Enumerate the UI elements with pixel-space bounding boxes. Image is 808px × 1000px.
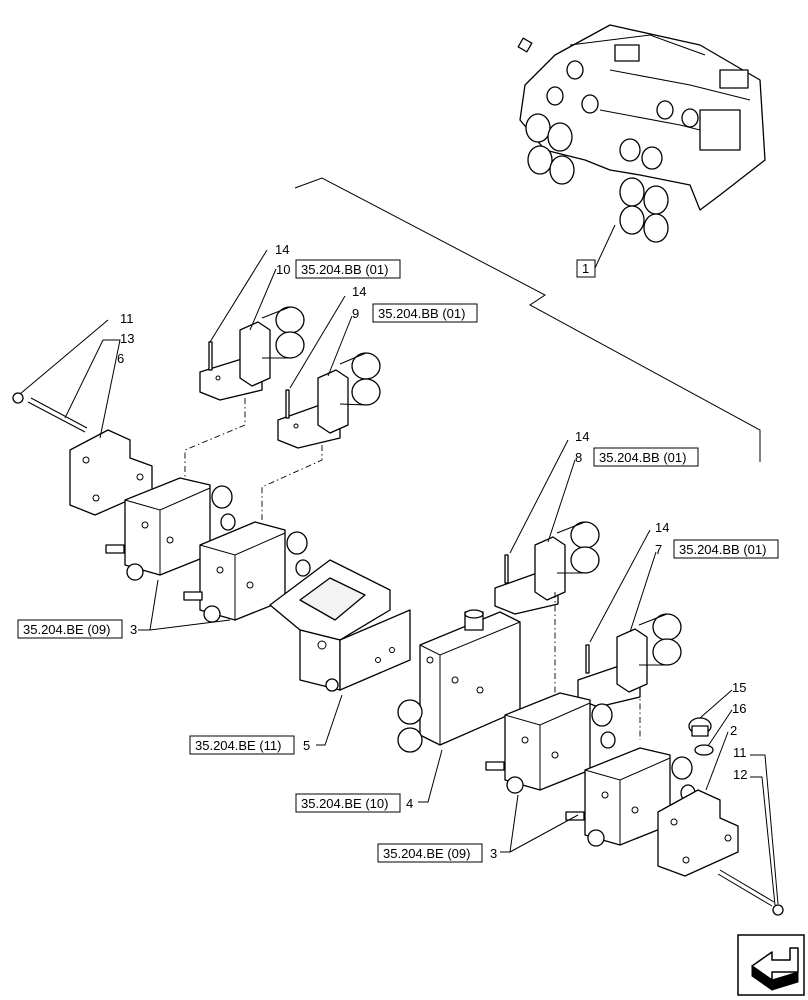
callout-16: 16	[732, 701, 746, 716]
ref-35-204-bb-01-c: 35.204.BB (01)	[599, 450, 686, 465]
callout-9: 9	[352, 306, 359, 321]
callout-13: 13	[120, 331, 134, 346]
coupler-part-8	[494, 521, 600, 615]
callout-10: 10	[276, 262, 290, 277]
end-plate-part-6	[69, 429, 153, 516]
group-bracket-line	[294, 177, 761, 462]
ref-35-204-bb-01-a: 35.204.BB (01)	[301, 262, 388, 277]
bolt-part-11-13	[12, 392, 88, 433]
callout-11-left: 11	[120, 311, 134, 326]
inlet-section-part-5	[269, 559, 411, 692]
callout-14-d: 14	[655, 520, 669, 535]
callout-14-a: 14	[275, 242, 289, 257]
main-section-part-4	[397, 609, 521, 753]
assembly-coupler-group-left	[525, 60, 599, 185]
ref-35-204-be-11: 35.204.BE (11)	[195, 738, 281, 753]
valve-section-part-3-right-a	[485, 692, 616, 794]
valve-assembly-illustration	[517, 24, 766, 243]
assembly-coupler-group-right	[619, 100, 699, 243]
ref-35-204-be-09-left: 35.204.BE (09)	[23, 622, 110, 637]
callout-8: 8	[575, 450, 582, 465]
callout-4: 4	[406, 796, 413, 811]
callout-2: 2	[730, 723, 737, 738]
callout-11-right: 11	[733, 745, 747, 760]
callout-3-bottom: 3	[490, 846, 497, 861]
callout-12: 12	[733, 767, 747, 782]
callout-14-b: 14	[352, 284, 366, 299]
bolt-part-11-12	[717, 869, 784, 916]
coupler-part-7	[577, 613, 682, 708]
callout-1: 1	[582, 261, 589, 276]
callout-5: 5	[303, 738, 310, 753]
o-ring-part-16	[694, 744, 714, 756]
callout-3-left: 3	[130, 622, 137, 637]
callout-15: 15	[732, 680, 746, 695]
ref-35-204-be-10: 35.204.BE (10)	[301, 796, 388, 811]
coupler-part-10	[199, 306, 305, 401]
end-plate-part-2	[657, 789, 739, 877]
ref-35-204-bb-01-b: 35.204.BB (01)	[378, 306, 465, 321]
next-page-arrow-icon[interactable]	[737, 934, 805, 996]
callout-7: 7	[655, 542, 662, 557]
coupler-part-9	[277, 352, 381, 449]
plug-part-15	[688, 717, 712, 737]
ref-35-204-be-09-bottom: 35.204.BE (09)	[383, 846, 470, 861]
callout-14-c: 14	[575, 429, 589, 444]
callout-6: 6	[117, 351, 124, 366]
ref-35-204-bb-01-d: 35.204.BB (01)	[679, 542, 766, 557]
valve-section-part-3-left-a	[105, 477, 236, 581]
